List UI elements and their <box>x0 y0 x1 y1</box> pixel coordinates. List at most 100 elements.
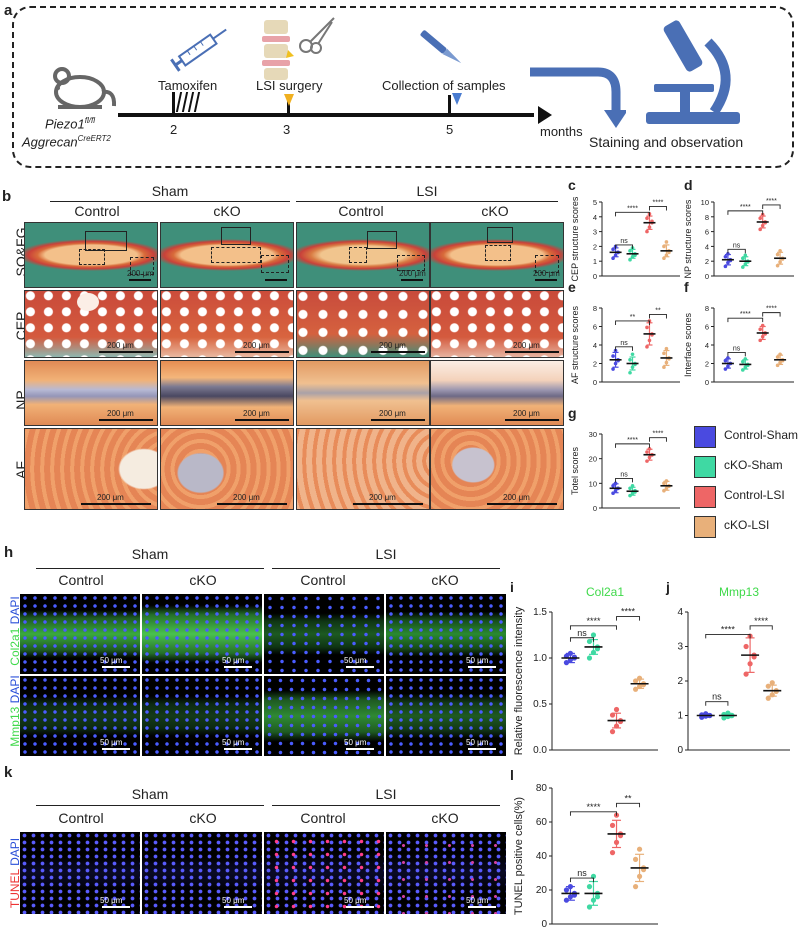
chart-f-sig-bracket <box>762 312 781 317</box>
chart-g-ytick-label: 30 <box>589 430 597 439</box>
chart-j-sig-bracket <box>705 701 729 706</box>
chart-l-sig-bracket <box>569 811 617 816</box>
if-col2a1-control-sham: 50 μm <box>20 594 140 674</box>
chart-e-ylabel: AF structure scores <box>570 305 580 384</box>
chart-e-sig-label: ** <box>655 307 661 314</box>
histology-np-cko-lsi: 200 μm <box>430 360 564 426</box>
tick-label-2: 2 <box>170 122 178 137</box>
chart-e-ytick-label: 0 <box>593 378 597 387</box>
chart-j-point <box>765 695 771 701</box>
collection-tick <box>448 95 451 115</box>
chart-d-point <box>758 216 762 221</box>
histology-np-control-lsi: 200 μm <box>296 360 430 426</box>
chart-l-point <box>586 884 593 890</box>
chart-j-panel-label: j <box>665 579 670 595</box>
spine-icon <box>262 20 294 80</box>
chart-f-sig-label: ns <box>733 345 741 352</box>
chart-i-sig-label: **** <box>586 616 601 626</box>
timeline-axis <box>118 113 534 117</box>
chart-e-sig-bracket <box>615 346 633 351</box>
tunel-cko-lsi: 50 μm <box>386 832 506 914</box>
scissors-icon <box>299 17 335 54</box>
chart-i-sig-bracket <box>569 625 617 630</box>
legend-label-control-lsi: Control-LSI <box>724 488 785 502</box>
label-tamoxifen: Tamoxifen <box>158 78 218 93</box>
chart-e-ytick-label: 4 <box>593 341 597 350</box>
chart-f-ylabel: Interface scores <box>683 312 693 377</box>
chart-e-point <box>628 370 632 375</box>
chart-j-ytick-label: 1 <box>677 711 683 722</box>
chart-f-point <box>723 358 728 363</box>
chart-l-sig-bracket <box>569 877 594 883</box>
histology-af-control-lsi: 200 μm <box>296 428 430 510</box>
chart-c-point <box>645 216 649 221</box>
chart-l-ytick-label: 0 <box>541 919 547 930</box>
chart-e-sig-bracket <box>615 320 650 325</box>
h-group-lsi: LSI <box>375 546 397 562</box>
chart-i-ytick-label: 0.0 <box>533 745 547 756</box>
chart-i-point <box>613 706 620 713</box>
histology-af-cko-lsi: 200 μm <box>430 428 564 510</box>
chart-i-ytick-label: 1.0 <box>533 653 547 664</box>
chart-c-ytick-label: 0 <box>593 272 597 281</box>
if-mmp13-cko-sham: 50 μm <box>142 676 262 756</box>
if-mmp13-cko-lsi: 50 μm <box>386 676 506 756</box>
b-col-1: Control <box>74 203 120 219</box>
histology-sofg-control-lsi: 200 μm <box>296 222 430 288</box>
chart-i-point <box>586 655 593 661</box>
chart-l-ytick-label: 40 <box>536 851 548 862</box>
chart-c-ytick-label: 4 <box>593 213 597 222</box>
b-col-2: cKO <box>213 203 241 219</box>
chart-i-sig-bracket <box>616 616 641 621</box>
chart-i-point <box>617 718 624 725</box>
chart-l-ytick-label: 80 <box>536 783 548 794</box>
b-group-lsi: LSI <box>416 183 438 199</box>
histology-cep-control-sham: 200 μm <box>24 290 158 358</box>
chart-g-sig-bracket <box>615 443 650 448</box>
chart-f-ytick-label: 6 <box>705 323 709 332</box>
mouse-genotype-2: AggrecanCreERT2 <box>22 134 111 150</box>
chart-d-sig-bracket <box>762 204 781 209</box>
chart-j-point <box>769 680 775 686</box>
syringe-icon <box>170 28 227 72</box>
chart-e-point <box>630 352 635 357</box>
h-group-lsi-line <box>272 568 500 569</box>
b-group-sham-line <box>50 201 290 202</box>
chart-c-sig-bracket <box>649 205 667 211</box>
chart-g-ylabel: Totel scores <box>570 446 580 495</box>
chart-e-point <box>611 367 615 371</box>
histology-cep-cko-lsi: 200 μm <box>430 290 564 358</box>
chart-l-point <box>609 822 616 828</box>
chart-g-sig-label: ns <box>620 471 628 478</box>
histology-np-cko-sham: 200 μm <box>160 360 294 426</box>
histology-cep-cko-sham: 200 μm <box>160 290 294 358</box>
chart-i-point <box>609 729 616 735</box>
panel-label-a: a <box>4 2 13 19</box>
tunel-control-sham: 50 μm <box>20 832 140 914</box>
chart-g-sig-label: **** <box>653 431 664 438</box>
microscope-icon <box>646 20 740 124</box>
chart-l-point <box>632 856 639 862</box>
chart-e-point <box>645 345 649 349</box>
chart-c-ytick-label: 1 <box>593 257 597 266</box>
chart-j-point <box>765 683 771 689</box>
chart-g-panel-label: g <box>568 405 577 421</box>
chart-l-ytick-label: 20 <box>536 885 548 896</box>
chart-l-panel-label: l <box>510 767 514 783</box>
chart-i-title: Col2a1 <box>586 585 624 599</box>
histology-cep-control-lsi: 200 μm <box>296 290 430 358</box>
chart-c-sig-bracket <box>615 244 633 249</box>
chart-l-point <box>636 846 643 852</box>
chart-l-point <box>632 884 639 890</box>
chart-c-point <box>664 240 669 244</box>
if-col2a1-cko-sham: 50 μm <box>142 594 262 674</box>
tunel-control-lsi: 50 μm <box>264 832 384 914</box>
legend-swatch-cko-lsi <box>694 516 716 538</box>
chart-c-ytick-label: 5 <box>593 198 597 207</box>
timeline-arrowhead <box>538 106 552 124</box>
chart-j-point <box>743 643 749 650</box>
